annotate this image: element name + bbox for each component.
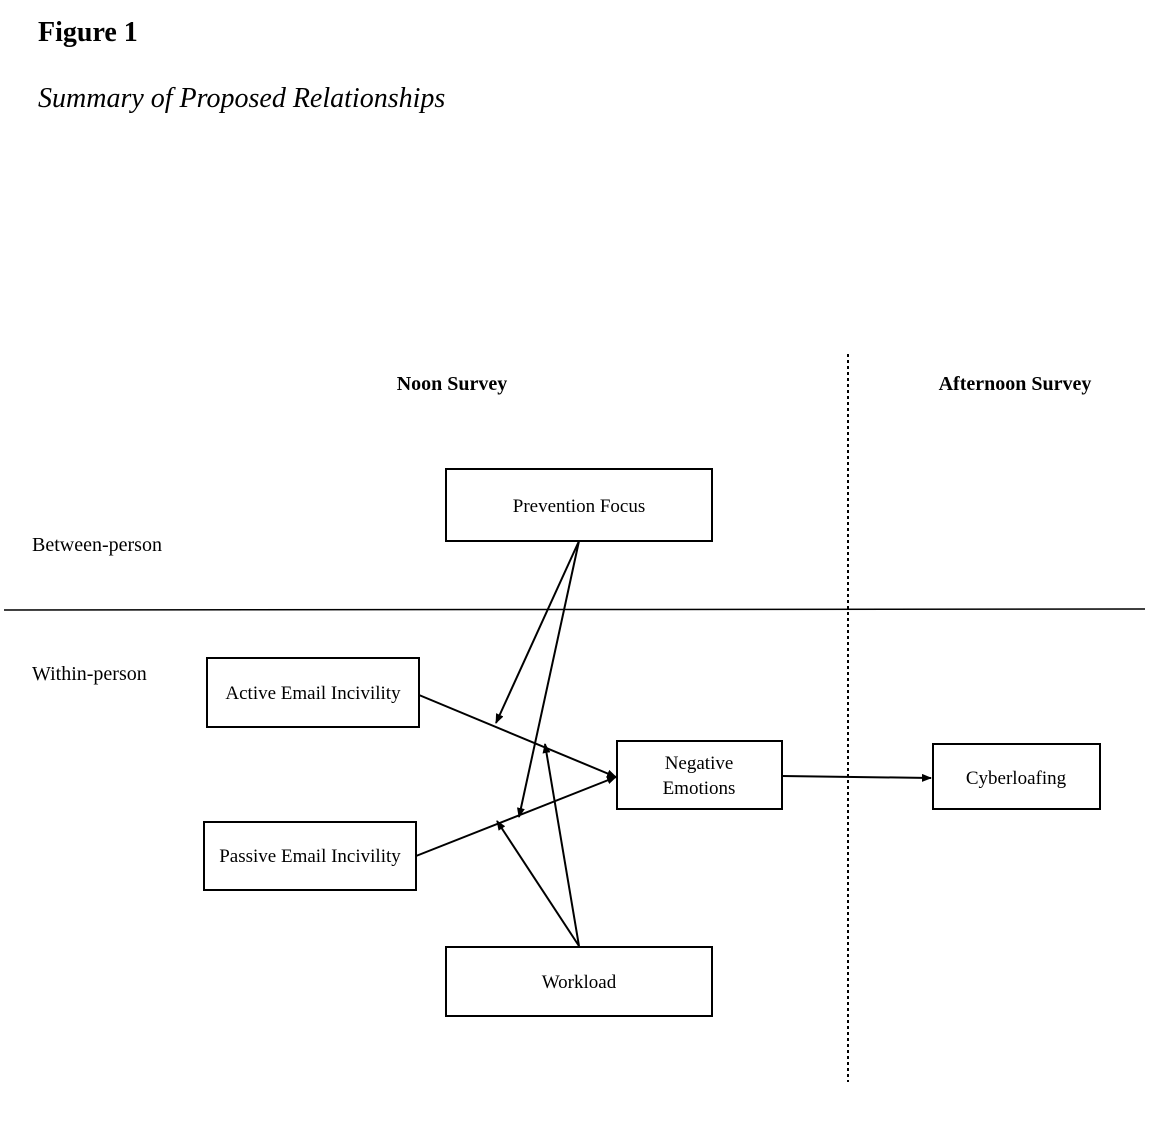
level-divider-line (3, 608, 1146, 611)
within-person-label: Within-person (32, 663, 147, 685)
cyberloafing-label: Cyberloafing (966, 768, 1067, 789)
active-email-incivility-label: Active Email Incivility (225, 683, 401, 704)
afternoon-survey-heading: Afternoon Survey (939, 373, 1092, 395)
negative-emotions-label-line2: Emotions (663, 778, 736, 799)
edge-passive-to-negative (415, 776, 617, 857)
edge-workload-moderates-passive (496, 820, 580, 947)
negative-emotions-label-line1: Negative (665, 753, 734, 774)
workload-label: Workload (542, 972, 617, 993)
node-negative-emotions: Negative Emotions (616, 740, 783, 810)
figure-label: Figure 1 (38, 17, 138, 48)
figure-title: Summary of Proposed Relationships (38, 83, 446, 114)
node-workload: Workload (445, 946, 713, 1017)
prevention-focus-label: Prevention Focus (513, 496, 645, 517)
edge-active-to-negative (418, 694, 617, 778)
edge-negative-to-cyberloafing (781, 773, 932, 782)
node-active-email-incivility: Active Email Incivility (206, 657, 420, 728)
node-prevention-focus: Prevention Focus (445, 468, 713, 542)
edge-prevention-moderates-passive (517, 540, 580, 818)
edge-workload-moderates-active (542, 743, 580, 947)
node-passive-email-incivility: Passive Email Incivility (203, 821, 417, 891)
passive-email-incivility-label: Passive Email Incivility (219, 846, 401, 867)
edge-prevention-moderates-active (495, 540, 580, 724)
between-person-label: Between-person (32, 534, 162, 556)
noon-survey-heading: Noon Survey (397, 373, 508, 395)
node-cyberloafing: Cyberloafing (932, 743, 1101, 810)
